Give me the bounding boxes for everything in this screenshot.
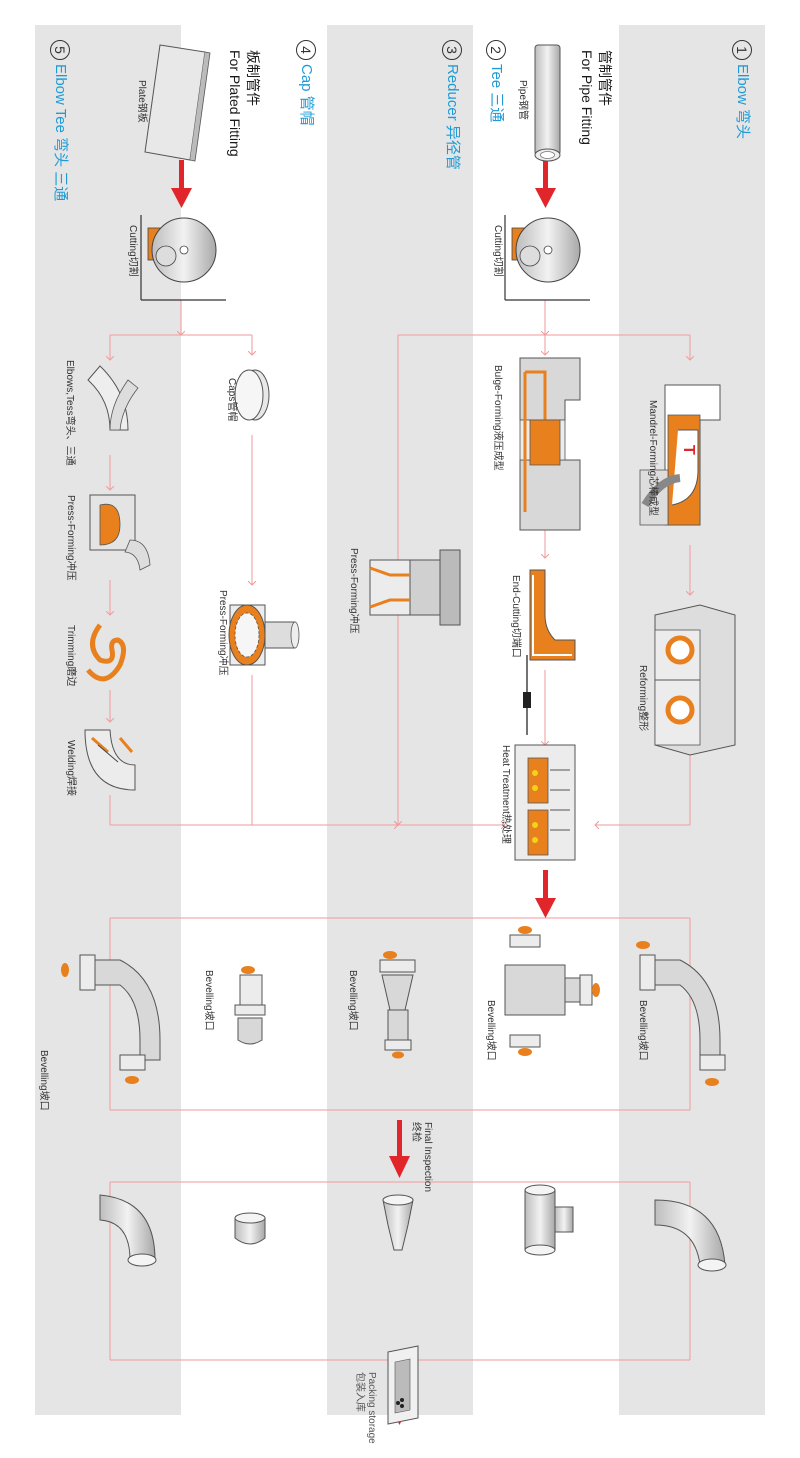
- cutting-wheel-icon: [140, 215, 226, 301]
- welding-icon: [84, 729, 136, 791]
- mandrel-forming-icon: T: [639, 384, 721, 526]
- trimming-icon: [86, 623, 126, 682]
- bevelled-elbow-tee-icon: [61, 954, 161, 1084]
- bevelled-tee-icon: [504, 926, 600, 1056]
- end-cutting-icon: [523, 569, 576, 735]
- finished-tee-icon: [524, 1184, 574, 1256]
- cutting-wheel-icon: [504, 215, 590, 301]
- finished-cap-icon: [234, 1212, 266, 1245]
- flow-lines: [110, 300, 690, 1361]
- bulge-forming-icon: [519, 357, 581, 531]
- finished-elbow-tee-icon: [99, 1194, 157, 1267]
- bevelled-elbow-icon: [636, 941, 726, 1086]
- caps-blank-icon: [234, 369, 270, 421]
- bevelled-reducer-icon: [379, 951, 416, 1059]
- plate-raw-material-icon: [144, 44, 211, 162]
- press-forming-elbow-icon: [89, 494, 151, 571]
- bevelled-cap-icon: [234, 966, 266, 1045]
- svg-text:T: T: [680, 445, 697, 455]
- press-forming-cap-icon: [228, 604, 300, 666]
- elbows-tees-blank-icon: [87, 365, 139, 431]
- finished-elbow-icon: [654, 1199, 727, 1272]
- heat-treatment-icon: [514, 744, 576, 861]
- pipe-raw-material-icon: [534, 44, 561, 162]
- press-forming-reducer-icon: [369, 549, 461, 626]
- finished-reducer-icon: [382, 1194, 414, 1251]
- lane-band-reducer: [327, 25, 473, 1415]
- reforming-icon: [654, 604, 736, 756]
